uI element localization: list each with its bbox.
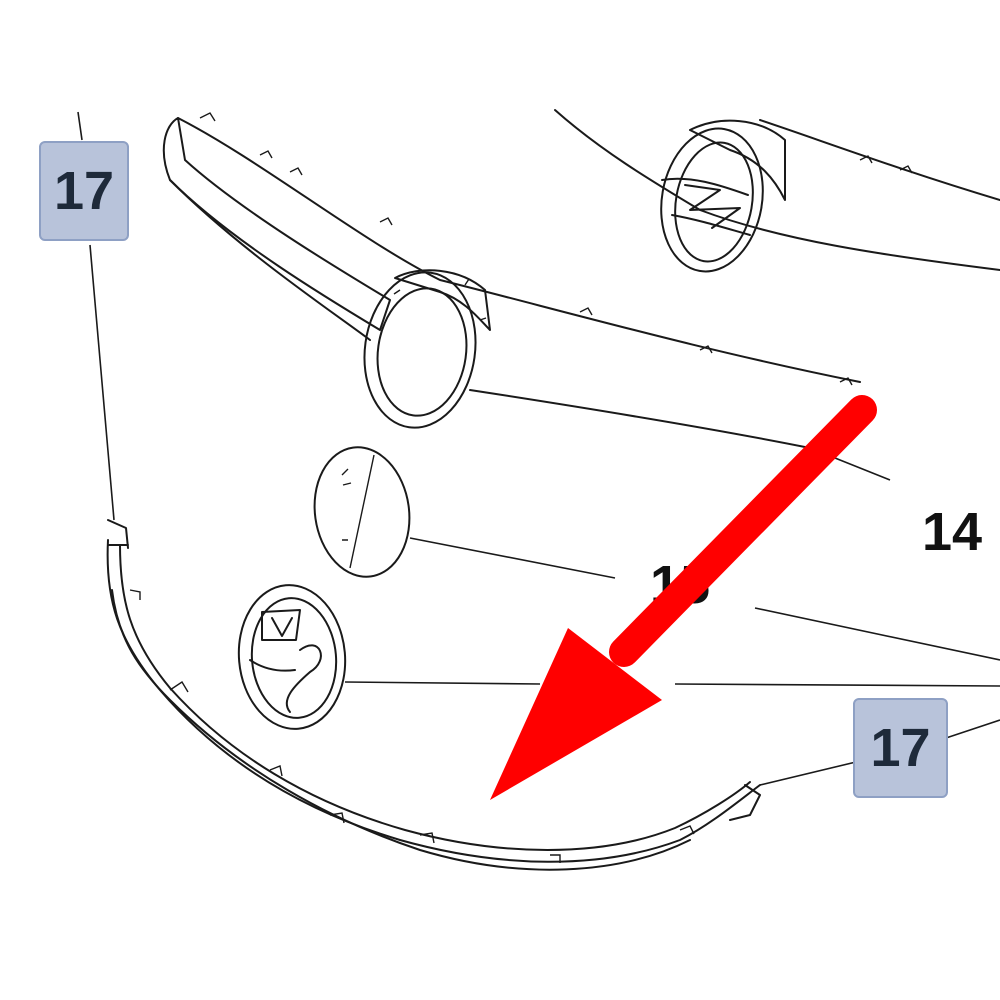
callout-17-top-left: 17 [39,141,129,241]
red-arrow-icon [490,395,877,800]
lower-emblem-ring [363,269,491,429]
cover-cap [313,446,411,578]
callout-14-label: 14 [922,502,983,562]
upper-emblem [660,119,786,273]
leader-15 [409,537,616,579]
leader-17-bottom-right [759,761,857,786]
lightning-bolt-emblem-icon [661,177,751,236]
leader-griffin [344,681,541,685]
callout-17-top-left-label: 17 [53,161,115,221]
griffin-emblem-icon [249,609,322,713]
callout-17-bottom-right: 17 [853,698,948,798]
leader-lines [77,111,1000,786]
callout-14: 14 [922,505,982,559]
leader-17-top-left [77,111,83,141]
callout-17-bottom-right-label: 17 [870,718,931,778]
lower-bumper-strip [106,519,761,871]
upper-grille-bar [162,109,1000,449]
griffin-emblem [237,584,347,730]
